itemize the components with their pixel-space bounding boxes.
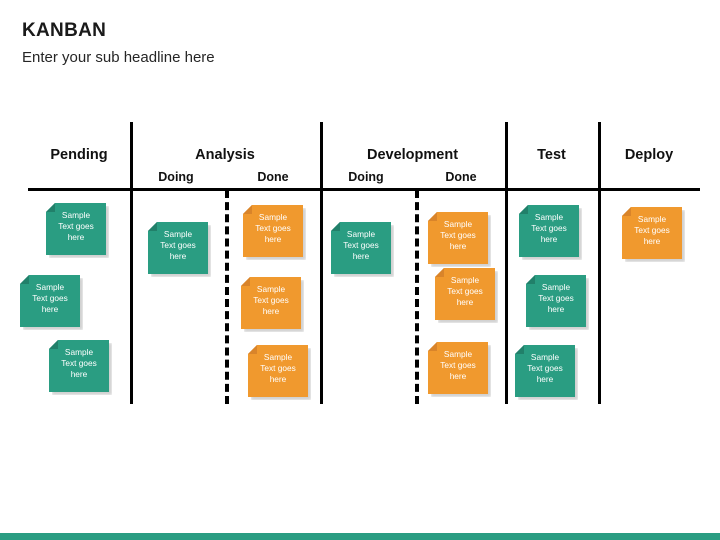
column-header-analysis: Analysis [195,147,255,163]
column-header-deploy: Deploy [624,147,674,163]
page-title: KANBAN [22,20,107,41]
folded-corner-icon [49,340,58,349]
sublane-header-analysis-done: Done [257,170,289,184]
column-divider-line [505,122,508,404]
card-text-line: Sample [258,212,288,222]
card-text-line: here [70,369,88,380]
sublane-header-analysis-doing: Doing [158,170,194,184]
card-text-line: Sample [534,212,564,222]
folded-corner-icon [428,342,437,351]
folded-corner-icon [435,268,444,277]
card-text-line: here [449,371,467,382]
card-text-line: here [456,297,474,308]
card-text-line: Sample [163,229,193,239]
card-text-line: here [547,304,565,315]
card-text-line: here [169,251,187,262]
card-text-line: Text goes [255,223,291,234]
sublane-divider-line [415,190,419,404]
sublane-divider-line [225,190,229,404]
sublane-header-development-done: Done [445,170,477,184]
card-text-line: Text goes [260,363,296,374]
card-text-line: Text goes [440,360,476,371]
folded-corner-icon [622,207,631,216]
page-subtitle: Enter your sub headline here [22,49,215,66]
card-text-line: here [269,374,287,385]
card-text-line: Text goes [447,286,483,297]
card-text-line: Text goes [634,225,670,236]
folded-corner-icon [20,275,29,284]
card-text-line: Sample [530,352,560,362]
card-text-line: Sample [346,229,376,239]
header-divider-line [28,188,700,191]
card-text-line: here [352,251,370,262]
card-text-line: Sample [541,282,571,292]
folded-corner-icon [248,345,257,354]
column-header-test: Test [537,147,566,163]
bottom-accent-bar [0,533,720,540]
card-text-line: Sample [443,219,473,229]
column-header-pending: Pending [50,147,108,163]
column-divider-line [598,122,601,404]
card-text-line: Text goes [32,293,68,304]
card-text-line: Sample [443,349,473,359]
card-text-line: here [264,234,282,245]
folded-corner-icon [243,205,252,214]
card-text-line: here [540,234,558,245]
folded-corner-icon [515,345,524,354]
folded-corner-icon [241,277,250,286]
card-text-line: Sample [35,282,65,292]
folded-corner-icon [519,205,528,214]
card-text-line: Text goes [61,358,97,369]
card-text-line: Text goes [253,295,289,306]
column-header-development: Development [366,147,459,163]
card-text-line: Sample [450,275,480,285]
card-text-line: Text goes [343,240,379,251]
folded-corner-icon [331,222,340,231]
card-text-line: here [41,304,59,315]
column-divider-line [320,122,323,404]
folded-corner-icon [148,222,157,231]
folded-corner-icon [46,203,55,212]
card-text-line: Text goes [440,230,476,241]
card-text-line: Text goes [527,363,563,374]
card-text-line: Sample [256,284,286,294]
folded-corner-icon [428,212,437,221]
card-text-line: Text goes [538,293,574,304]
card-text-line: Sample [263,352,293,362]
sublane-header-development-doing: Doing [348,170,384,184]
card-text-line: Sample [637,214,667,224]
column-divider-line [130,122,133,404]
card-text-line: Text goes [531,223,567,234]
card-text-line: here [262,306,280,317]
card-text-line: here [449,241,467,252]
card-text-line: here [536,374,554,385]
card-text-line: Sample [64,347,94,357]
card-text-line: here [643,236,661,247]
card-text-line: here [67,232,85,243]
card-text-line: Text goes [160,240,196,251]
folded-corner-icon [526,275,535,284]
card-text-line: Sample [61,210,91,220]
card-text-line: Text goes [58,221,94,232]
